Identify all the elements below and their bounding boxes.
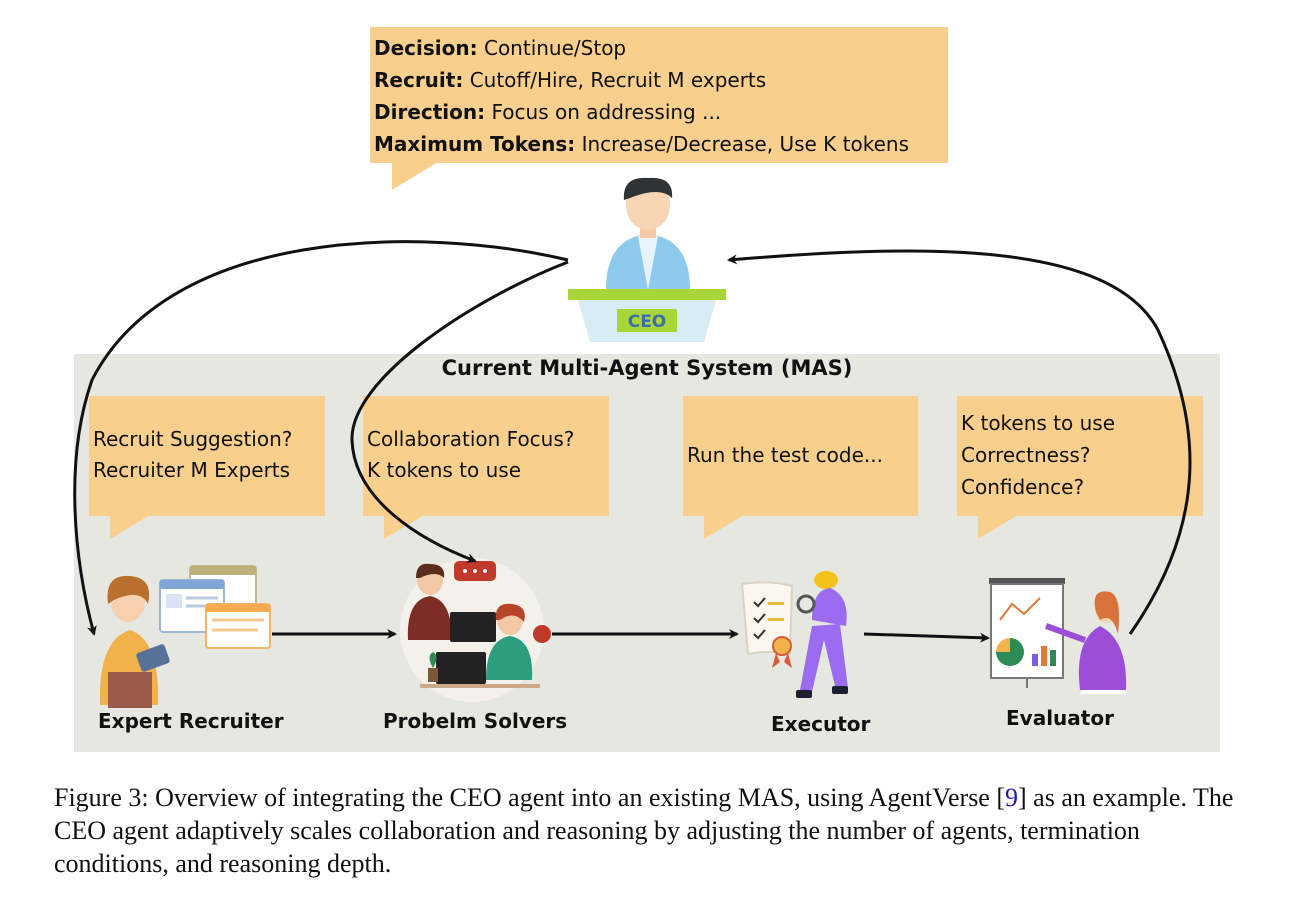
bubble-text: K tokens to use <box>961 411 1116 435</box>
bubble-tail <box>704 515 744 539</box>
ceo-line-direction: Direction: Focus on addressing ... <box>374 100 722 124</box>
recruiter-hair-shape <box>107 575 150 604</box>
evaluator-illustration <box>989 578 1127 694</box>
bubble-tail <box>110 515 150 539</box>
solver2-laptop <box>436 652 486 684</box>
bubble-text: Correctness? <box>961 443 1091 467</box>
bubble-text: Collaboration Focus? <box>367 427 575 451</box>
recruiter-tablet-shape <box>136 644 170 672</box>
executor-body-shape <box>812 588 847 626</box>
executor-magnifier-icon <box>796 594 816 614</box>
executor-illustration <box>740 571 848 698</box>
evaluator-bar-icon <box>1032 654 1038 666</box>
arrow-ceo-to-recruiter <box>73 240 569 636</box>
label-problem-solvers: Probelm Solvers <box>383 709 568 733</box>
ceo-agent-illustration: CEO <box>568 177 726 342</box>
ceo-desk-top <box>568 289 726 300</box>
solvers-plant-icon <box>429 652 437 668</box>
recruiter-doc-bar <box>206 604 270 612</box>
solvers-plant-pot <box>428 668 438 682</box>
bubble-text: Confidence? <box>961 475 1085 499</box>
executor-checklist-icon <box>740 581 794 656</box>
executor-legs-shape <box>800 624 848 692</box>
recruiter-window-bar <box>190 566 256 575</box>
recruiter-profile-bar <box>160 580 224 589</box>
arrow-ceo-to-solvers <box>350 260 569 563</box>
ceo-line-recruit: Recruit: Cutoff/Hire, Recruit M experts <box>374 68 767 92</box>
bubble-tail <box>384 515 424 539</box>
bubble-text: K tokens to use <box>367 458 522 482</box>
ceo-bubble-tail <box>392 162 438 190</box>
bubble-evaluator: K tokens to use Correctness? Confidence? <box>957 396 1203 516</box>
bubble-executor: Run the test code... <box>683 396 918 516</box>
arrow-executor-to-evaluator <box>863 632 990 643</box>
ceo-decision-bubble: Decision: Continue/Stop Recruit: Cutoff/… <box>370 27 948 163</box>
label-evaluator: Evaluator <box>1006 706 1114 730</box>
bubble-text: Recruiter M Experts <box>93 458 291 482</box>
arrow-evaluator-to-ceo <box>727 249 1192 635</box>
evaluator-board-top <box>989 578 1065 584</box>
label-expert-recruiter: Expert Recruiter <box>98 709 284 733</box>
bubble-tail <box>978 515 1018 539</box>
bubble-text: Run the test code... <box>687 443 883 467</box>
evaluator-hair-shape <box>1094 591 1119 634</box>
label-executor: Executor <box>771 712 871 736</box>
problem-solvers-illustration <box>400 558 551 702</box>
solver2-hair <box>495 603 525 622</box>
solver1-laptop <box>450 612 496 642</box>
ceo-line-max-tokens: Maximum Tokens: Increase/Decrease, Use K… <box>374 132 909 156</box>
expert-recruiter-illustration <box>99 565 271 708</box>
evaluator-arm-shape <box>1044 623 1087 643</box>
bubble-text: Recruit Suggestion? <box>93 427 293 451</box>
evaluator-line-chart-icon <box>999 597 1041 621</box>
solver1-hair <box>416 563 445 578</box>
bubble-recruiter: Recruit Suggestion? Recruiter M Experts <box>89 396 325 516</box>
solvers-chat-dot-icon <box>533 625 551 643</box>
executor-medal-icon <box>772 636 792 656</box>
evaluator-body-shape <box>1078 626 1127 690</box>
ceo-badge-text: CEO <box>628 312 667 332</box>
bubble-solvers: Collaboration Focus? K tokens to use <box>363 396 609 516</box>
mas-title: Current Multi-Agent System (MAS) <box>441 356 853 380</box>
recruiter-skirt-shape <box>108 672 152 708</box>
ceo-hair-shape <box>623 177 673 200</box>
solver2-body <box>486 636 533 680</box>
ceo-line-decision: Decision: Continue/Stop <box>374 36 627 60</box>
solvers-desk <box>420 684 540 688</box>
solver1-body <box>407 596 452 640</box>
ceo-shirt-shape <box>638 236 658 290</box>
figure-caption: Figure 3: Overview of integrating the CE… <box>54 783 1234 878</box>
ceo-badge-plate <box>617 309 677 332</box>
recruiter-profile-photo <box>166 594 182 608</box>
executor-hat-shape <box>814 571 838 589</box>
citation-ref: 9 <box>1005 783 1019 812</box>
